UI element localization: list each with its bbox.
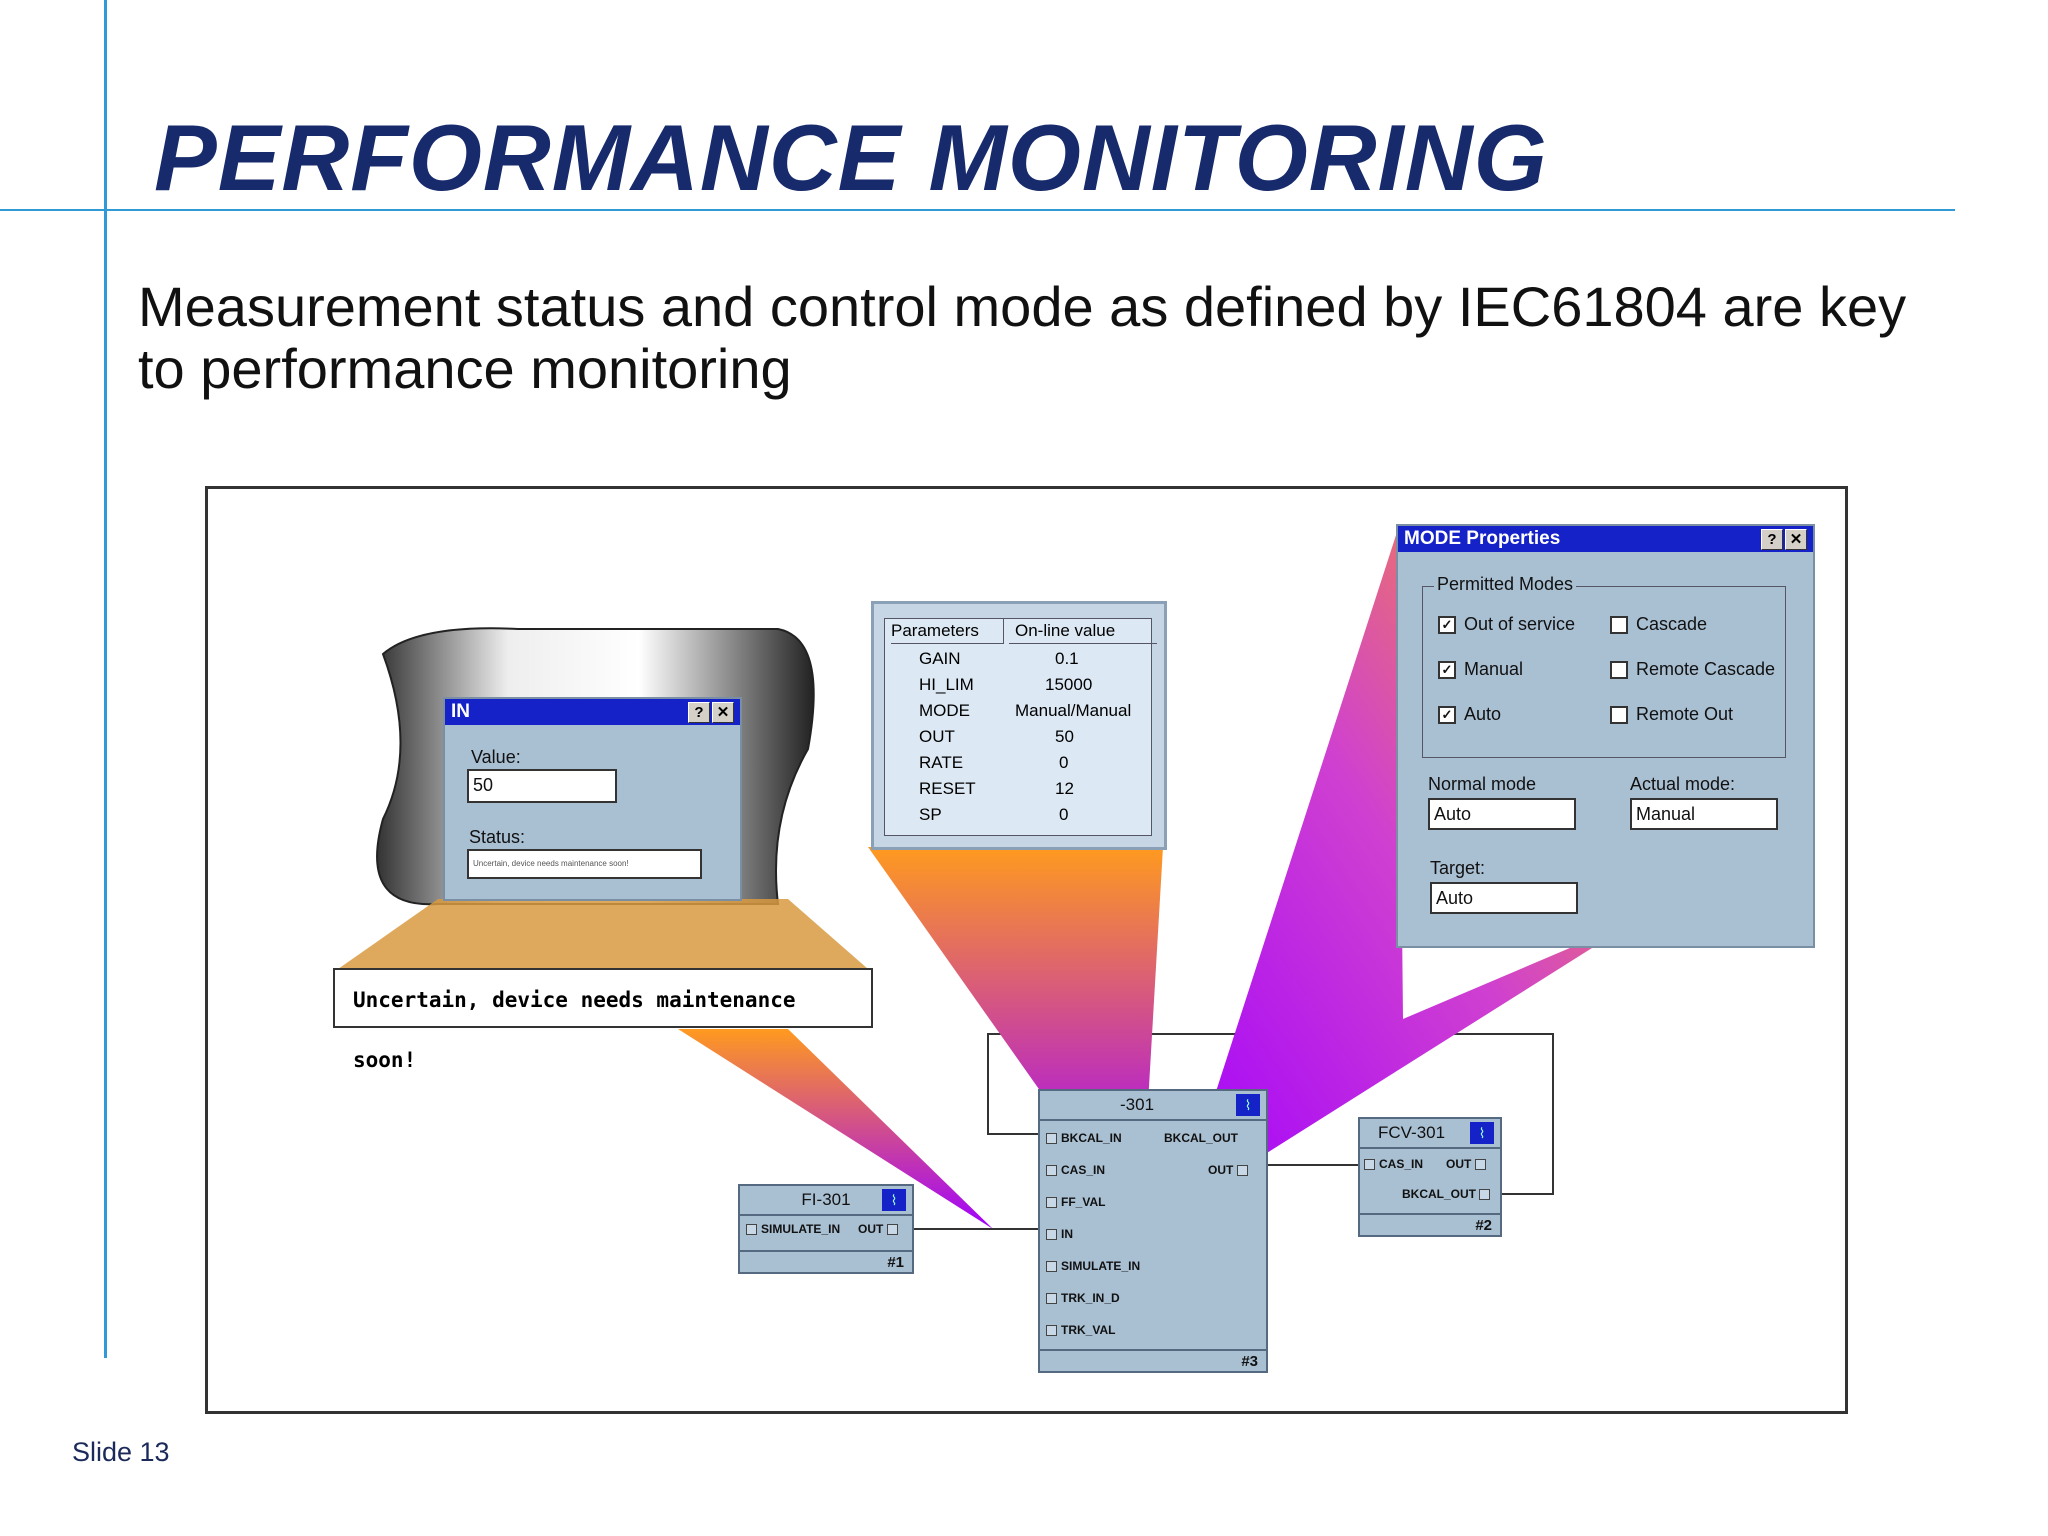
status-label: Status:	[469, 827, 526, 847]
mode-window-titlebar: MODE Properties ? ✕	[1398, 526, 1813, 552]
help-button[interactable]: ?	[1761, 529, 1783, 550]
col-header-value: On-line value	[1009, 619, 1157, 644]
checkbox-out-of-service[interactable]: ✓Out of service	[1438, 614, 1575, 635]
port-bkcal-out[interactable]: BKCAL_OUT	[1164, 1131, 1238, 1145]
checkbox-cascade[interactable]: Cascade	[1610, 614, 1707, 635]
fcv301-name: FCV-301	[1360, 1119, 1500, 1149]
port-simulate-in[interactable]: SIMULATE_IN	[746, 1222, 840, 1236]
actual-mode-field[interactable]: Manual	[1630, 798, 1778, 830]
fi301-number: #1	[740, 1250, 912, 1272]
value-field[interactable]: 50	[467, 769, 617, 803]
trend-icon: ⌇	[882, 1189, 906, 1211]
diagram-figure: IN ? ✕ Value: 50 Status: Uncertain, devi…	[205, 486, 1848, 1414]
mode-window-title: MODE Properties	[1404, 528, 1561, 549]
port-out[interactable]: OUT	[1446, 1157, 1490, 1171]
fcv301-number: #2	[1360, 1213, 1500, 1235]
port-out[interactable]: OUT	[1208, 1163, 1252, 1177]
mode-properties-window: MODE Properties ? ✕ Permitted Modes ✓Out…	[1396, 524, 1815, 948]
pid-number: #3	[1040, 1349, 1266, 1371]
fi301-block[interactable]: FI-301 ⌇ SIMULATE_IN OUT #1	[738, 1184, 914, 1274]
trend-icon: ⌇	[1470, 1122, 1494, 1144]
port-out[interactable]: OUT	[858, 1222, 902, 1236]
trend-icon: ⌇	[1236, 1094, 1260, 1116]
checkbox-auto[interactable]: ✓Auto	[1438, 704, 1501, 725]
status-beam	[678, 1029, 993, 1229]
normal-mode-label: Normal mode	[1428, 774, 1537, 794]
actual-mode-label: Actual mode:	[1630, 774, 1736, 794]
slide-number: Slide 13	[72, 1437, 170, 1467]
in-window: IN ? ✕ Value: 50 Status: Uncertain, devi…	[443, 697, 742, 901]
permitted-modes-label: Permitted Modes	[1434, 574, 1577, 595]
target-label: Target:	[1430, 858, 1486, 878]
col-header-parameters: Parameters	[891, 619, 1004, 644]
port-trk-in-d[interactable]: TRK_IN_D	[1046, 1291, 1120, 1305]
status-glow	[338, 899, 868, 969]
value-label: Value:	[471, 747, 521, 767]
close-icon[interactable]: ✕	[1785, 529, 1807, 550]
port-cas-in[interactable]: CAS_IN	[1364, 1157, 1423, 1171]
in-window-title: IN	[451, 701, 470, 722]
target-field[interactable]: Auto	[1430, 882, 1578, 914]
mode-beam	[1178, 529, 1638, 1209]
port-ff-val[interactable]: FF_VAL	[1046, 1195, 1105, 1209]
wire-bkcal-in	[987, 1069, 1038, 1135]
title-rule	[0, 209, 1955, 211]
status-field[interactable]: Uncertain, device needs maintenance soon…	[467, 849, 702, 879]
slide-title: PERFORMANCE MONITORING	[154, 105, 1548, 210]
in-window-titlebar: IN ? ✕	[445, 699, 740, 725]
port-in[interactable]: IN	[1046, 1227, 1073, 1241]
fcv301-block[interactable]: FCV-301 ⌇ CAS_IN OUT BKCAL_OUT #2	[1358, 1117, 1502, 1237]
wire-bkcal	[987, 1033, 1554, 1195]
checkbox-manual[interactable]: ✓Manual	[1438, 659, 1523, 680]
left-rule	[104, 0, 107, 1358]
pid-block[interactable]: -301 ⌇ BKCAL_IN BKCAL_OUT CAS_IN OUT FF_…	[1038, 1089, 1268, 1373]
port-simulate-in[interactable]: SIMULATE_IN	[1046, 1259, 1140, 1273]
port-bkcal-in[interactable]: BKCAL_IN	[1046, 1131, 1122, 1145]
permitted-modes-group	[1422, 586, 1786, 758]
fi301-name: FI-301	[740, 1186, 912, 1216]
close-icon[interactable]: ✕	[712, 702, 734, 723]
port-cas-in[interactable]: CAS_IN	[1046, 1163, 1105, 1177]
slide-subtitle: Measurement status and control mode as d…	[138, 275, 1907, 400]
help-button[interactable]: ?	[688, 702, 710, 723]
checkbox-remote-out[interactable]: Remote Out	[1610, 704, 1733, 725]
checkbox-remote-cascade[interactable]: Remote Cascade	[1610, 659, 1775, 680]
port-trk-val[interactable]: TRK_VAL	[1046, 1323, 1115, 1337]
status-callout: Uncertain, device needs maintenance soon…	[333, 968, 873, 1072]
normal-mode-field[interactable]: Auto	[1428, 798, 1576, 830]
port-bkcal-out[interactable]: BKCAL_OUT	[1402, 1187, 1494, 1201]
pid-name: -301	[1040, 1091, 1266, 1121]
